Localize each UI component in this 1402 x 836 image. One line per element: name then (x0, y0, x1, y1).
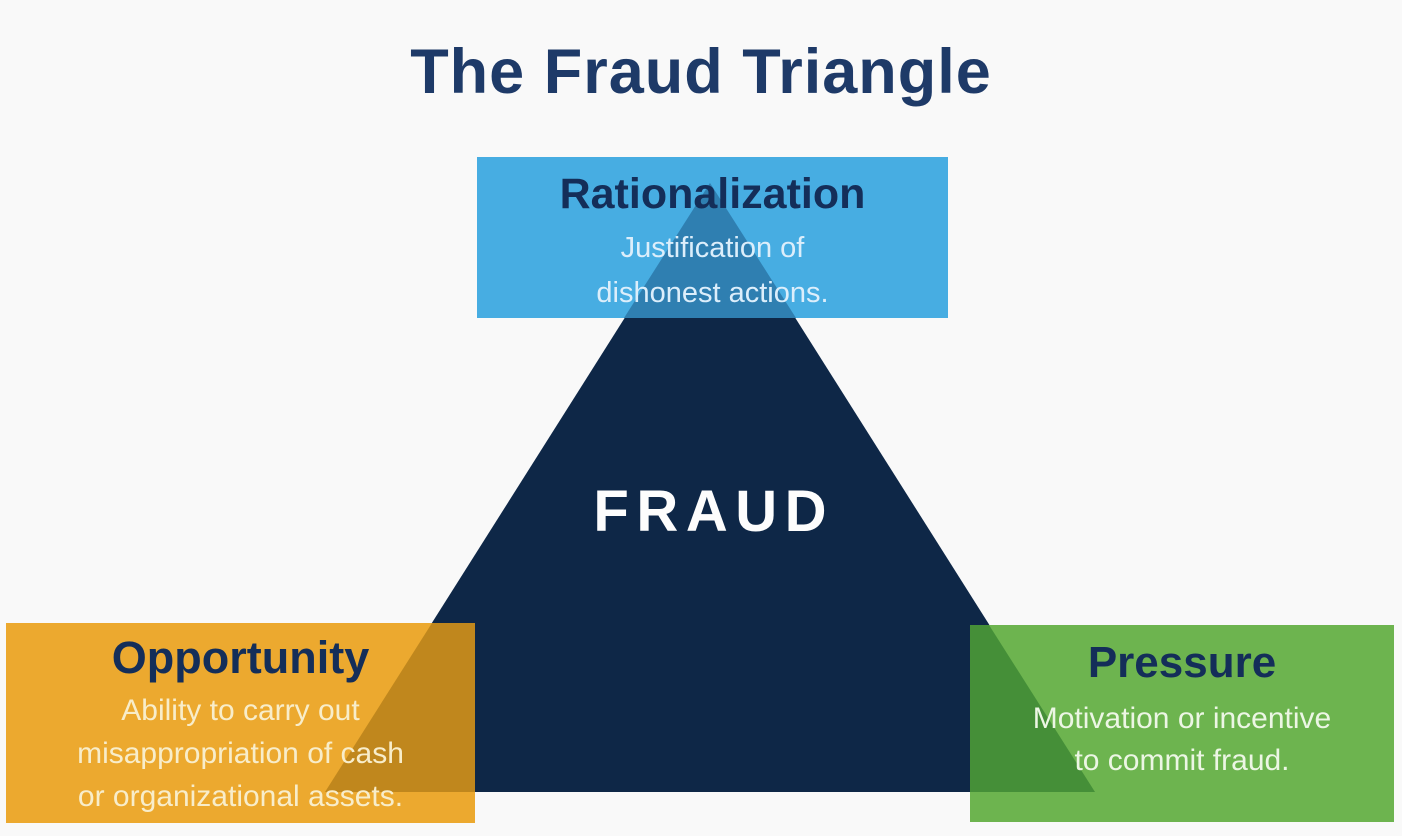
fraud-center-label: FRAUD (593, 479, 835, 544)
rationalization-description: Justification of dishonest actions. (596, 232, 829, 309)
opportunity-heading: Opportunity (111, 632, 370, 683)
rationalization-heading: Rationalization (559, 170, 866, 218)
pressure-heading: Pressure (1087, 638, 1277, 687)
opportunity-box: Opportunity Ability to carry out misappr… (6, 623, 475, 823)
pressure-box: Pressure Motivation or incentive to comm… (970, 625, 1394, 822)
page-title: The Fraud Triangle (410, 37, 992, 107)
opportunity-description: Ability to carry out misappropriation of… (77, 694, 404, 813)
pressure-description: Motivation or incentive to commit fraud. (1032, 702, 1332, 777)
rationalization-box: Rationalization Justification of dishone… (477, 157, 948, 318)
